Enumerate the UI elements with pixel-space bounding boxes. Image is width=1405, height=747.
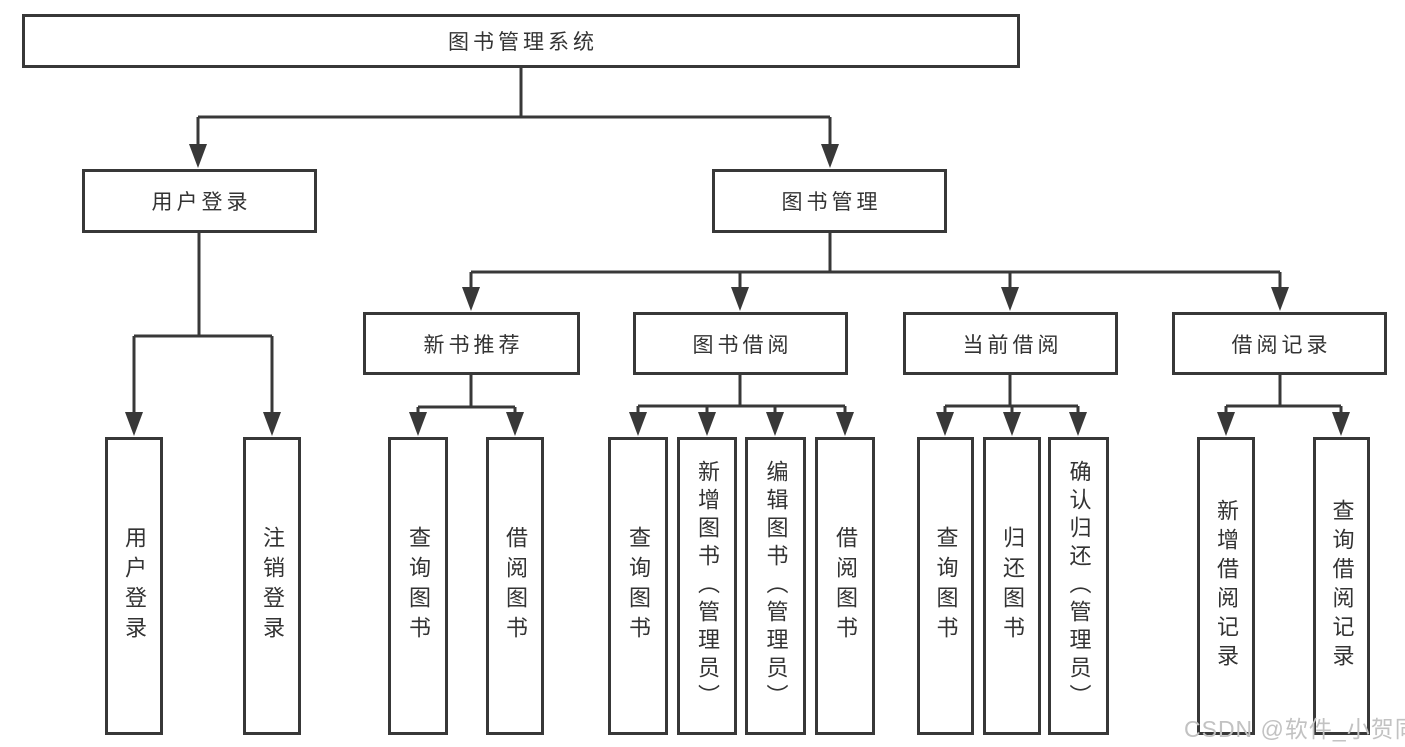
arrow-icon	[821, 144, 839, 168]
node-library-management-system: 图书管理系统	[22, 14, 1020, 68]
arrow-icon	[1271, 287, 1289, 311]
leaf-borrow-books-recommend: 借阅图书	[486, 437, 544, 735]
leaf-borrow-books: 借阅图书	[815, 437, 875, 735]
edge-records-to-leaves	[1224, 375, 1343, 414]
edge-root-to-level2	[196, 68, 832, 146]
leaf-add-books-admin: 新增图书（管理员）	[677, 437, 737, 735]
edge-books-to-level3	[469, 233, 1282, 290]
arrow-icon	[189, 144, 207, 168]
node-book-management: 图书管理	[712, 169, 947, 233]
arrow-icon	[462, 287, 480, 311]
arrow-icon	[1001, 287, 1019, 311]
arrow-icon	[506, 412, 524, 436]
arrow-icon	[766, 412, 784, 436]
watermark: CSDN @软件_小贺同学	[1184, 716, 1405, 742]
arrow-icon	[263, 412, 281, 436]
edge-recommend-to-leaves	[416, 375, 517, 414]
node-new-book-recommend: 新书推荐	[363, 312, 580, 375]
leaf-query-books-recommend: 查询图书	[388, 437, 448, 735]
arrow-icon	[409, 412, 427, 436]
edge-borrow-to-leaves	[636, 375, 847, 414]
arrow-icon	[1217, 412, 1235, 436]
leaf-user-login: 用户登录	[105, 437, 163, 735]
arrow-icon	[836, 412, 854, 436]
arrow-icon	[1069, 412, 1087, 436]
arrow-icon	[936, 412, 954, 436]
node-current-borrow: 当前借阅	[903, 312, 1118, 375]
leaf-query-books-current: 查询图书	[917, 437, 974, 735]
leaf-add-borrow-record: 新增借阅记录	[1197, 437, 1255, 735]
leaf-query-borrow-record: 查询借阅记录	[1313, 437, 1370, 735]
leaf-return-books: 归还图书	[983, 437, 1041, 735]
arrow-icon	[1003, 412, 1021, 436]
node-borrow-records: 借阅记录	[1172, 312, 1387, 375]
leaf-query-books-borrow: 查询图书	[608, 437, 668, 735]
arrow-icon	[698, 412, 716, 436]
arrow-icon	[731, 287, 749, 311]
edge-current-to-leaves	[943, 375, 1080, 414]
leaf-confirm-return-admin: 确认归还（管理员）	[1048, 437, 1109, 735]
arrow-icon	[629, 412, 647, 436]
arrow-icon	[1332, 412, 1350, 436]
arrow-icon	[125, 412, 143, 436]
leaf-edit-books-admin: 编辑图书（管理员）	[745, 437, 806, 735]
node-book-borrow: 图书借阅	[633, 312, 848, 375]
leaf-logout: 注销登录	[243, 437, 301, 735]
node-user-login: 用户登录	[82, 169, 317, 233]
edge-user-to-leaves	[132, 233, 274, 414]
